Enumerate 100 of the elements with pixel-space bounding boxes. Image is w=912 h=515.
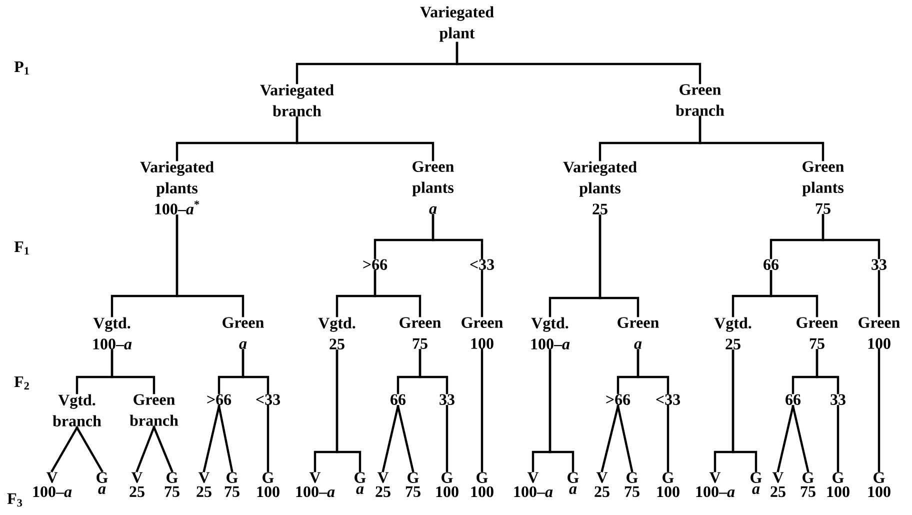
tree-label: Variegated plants 25 (563, 161, 637, 214)
leaf-label: G (442, 472, 453, 483)
tree-label: 66 (786, 394, 801, 405)
count-label: 75 (224, 486, 240, 497)
leaf-label: G (568, 472, 579, 483)
tree-line (374, 270, 422, 318)
count-label: 25 (130, 486, 144, 498)
tree-line (152, 426, 174, 472)
tree-line (242, 349, 270, 394)
tree-label: Green 100 (462, 317, 503, 349)
tree-label: Green plants 75 (802, 161, 844, 214)
tree-line (698, 116, 824, 162)
tree-line (666, 405, 670, 472)
tree-line (636, 349, 670, 394)
tree-label: Green 75 (796, 317, 838, 349)
tree-line (336, 350, 362, 472)
leaf-label: V (198, 472, 210, 483)
leaf-label: G (750, 472, 762, 483)
tree-line (456, 42, 702, 84)
tree-label: Vgtd. branch (52, 394, 102, 426)
leaf-label: V (309, 472, 321, 483)
count-label: a (752, 486, 760, 494)
tree-line (110, 350, 156, 394)
tree-label: Vgtd. 100–a (531, 317, 570, 350)
tree-label: >66 (606, 394, 630, 405)
generation-label: F$_{1}$ (14, 241, 29, 255)
leaf-label: G (408, 472, 419, 483)
tree-line (202, 405, 220, 472)
leaf-label: G (476, 472, 488, 483)
tree-line (878, 270, 880, 318)
count-label: 100 (471, 486, 494, 498)
tree-label: Vgtd. 25 (714, 317, 752, 350)
tree-line (136, 426, 156, 472)
tree-label: Green a (222, 317, 264, 349)
count-label: 100 (657, 486, 680, 498)
tree-label: 33 (872, 259, 886, 270)
tree-label: <33 (256, 394, 280, 405)
tree-label: Green 75 (400, 317, 441, 349)
tree-line (76, 426, 104, 472)
leaf-label: G (96, 472, 108, 483)
tree-line (822, 214, 880, 260)
count-label: 100 (827, 486, 850, 498)
count-label: 25 (196, 486, 212, 498)
tree-label: Green a (618, 317, 659, 349)
tree-label: Variegated branch (260, 84, 334, 116)
tree-line (732, 350, 758, 472)
tree-label: Green branch (130, 394, 178, 426)
tree-line (296, 116, 434, 162)
tree-line (548, 350, 574, 472)
tree-line (480, 270, 484, 318)
tree-label: >66 (363, 259, 388, 270)
tree-line (176, 214, 244, 318)
leaf-label: G (626, 472, 638, 483)
leaf-label: V (46, 472, 58, 483)
tree-label: Green branch (676, 84, 724, 116)
tree-line (598, 214, 640, 318)
tree-label: Green plants a (412, 161, 454, 214)
tree-line (792, 405, 810, 472)
count-label: 25 (376, 486, 390, 498)
tree-line (396, 405, 414, 472)
tree-label: 33 (440, 394, 454, 405)
count-label: 25 (594, 486, 610, 498)
count-label: 75 (406, 486, 420, 497)
tree-line (50, 426, 78, 472)
tree-label: 66 (764, 259, 779, 270)
tree-label: Vgtd. 25 (318, 317, 356, 350)
leaf-label: V (377, 472, 389, 483)
leaf-label: V (131, 472, 143, 483)
leaf-label: G (262, 472, 274, 483)
tree-line (770, 270, 818, 318)
leaf-label: V (527, 472, 539, 483)
tree-line (382, 405, 400, 472)
count-label: 75 (624, 486, 640, 497)
leaf-label: G (226, 472, 238, 483)
leaf-label: V (709, 472, 721, 483)
tree-label: 33 (830, 394, 846, 405)
tree-label: Variegated plants 100–a$^{*}$ (140, 161, 214, 214)
count-label: 75 (164, 486, 180, 497)
tree-line (266, 405, 270, 472)
generation-label: P$_{1}$ (14, 61, 29, 75)
tree-label: Variegated plant (420, 6, 494, 42)
tree-line (218, 405, 234, 472)
tree-line (878, 349, 880, 472)
tree-label: Green 100 (858, 317, 900, 349)
count-label: 100–a (296, 486, 335, 498)
leaf-label: G (802, 472, 814, 483)
leaf-label: G (874, 472, 885, 483)
leaf-label: V (596, 472, 608, 483)
generation-label: F$_{3}$ (7, 493, 22, 507)
count-label: 100–a (696, 486, 735, 498)
tree-label: Vgtd. 100–a (93, 317, 132, 350)
leaf-label: G (354, 472, 366, 483)
count-label: a (356, 486, 364, 494)
tree-label: 66 (390, 394, 406, 405)
count-label: a (569, 486, 577, 494)
leaf-label: G (662, 472, 674, 483)
count-label: 100 (868, 486, 890, 498)
leaf-label: G (832, 472, 844, 483)
count-label: 100–a (33, 486, 72, 498)
tree-line (816, 349, 840, 394)
